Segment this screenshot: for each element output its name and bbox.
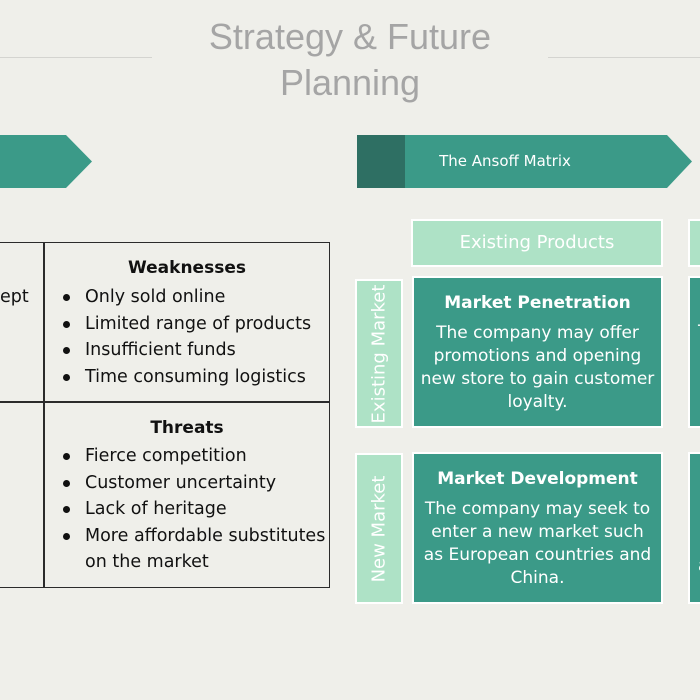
list-item: Limited range of products: [58, 311, 328, 338]
row-header-new-market: New Market: [355, 453, 403, 604]
row-header-label: Existing Market: [368, 284, 390, 423]
list-item: Only sold online: [58, 284, 328, 311]
threats-list: Fierce competition Customer uncertainty …: [58, 443, 328, 576]
title-rule-left: [0, 57, 152, 58]
cell-text: The company may seek to enter a new mark…: [423, 499, 652, 588]
cell-title: Market Development: [437, 469, 638, 489]
cell-cut-top: T: [688, 276, 700, 428]
swot-grid: [0, 242, 330, 588]
swot-divider-horizontal: [0, 401, 330, 403]
title-rule-right: [548, 57, 700, 58]
column-header-cut: [688, 219, 700, 267]
swot-banner-arrow: [0, 135, 92, 188]
cell-text: The company may offer promotions and ope…: [420, 323, 655, 412]
row-header-label: New Market: [368, 475, 390, 582]
threats-title: Threats: [150, 418, 224, 438]
cut-text: a: [698, 556, 700, 576]
list-item: Insufficient funds: [58, 337, 328, 364]
ansoff-banner-arrow: [357, 135, 692, 188]
cell-market-penetration: Market Penetration The company may offer…: [412, 276, 663, 428]
weaknesses-list: Only sold online Limited range of produc…: [58, 284, 328, 390]
list-item: Fierce competition: [58, 443, 328, 470]
strengths-cut-text: ept: [0, 287, 29, 307]
weaknesses-title: Weaknesses: [128, 258, 246, 278]
page-title: Strategy & Future Planning: [208, 16, 492, 103]
cell-market-development: Market Development The company may seek …: [412, 452, 663, 604]
list-item: Time consuming logistics: [58, 364, 328, 391]
column-header-existing-products: Existing Products: [411, 219, 663, 267]
cut-text: T: [698, 322, 700, 342]
list-item: Lack of heritage: [58, 496, 328, 523]
cell-title: Market Penetration: [444, 293, 631, 313]
cell-cut-bottom: a: [688, 452, 700, 604]
swot-divider-vertical: [43, 242, 45, 588]
ansoff-title: The Ansoff Matrix: [439, 152, 571, 170]
row-header-existing-market: Existing Market: [355, 279, 403, 428]
list-item: More affordable substitutes on the marke…: [58, 523, 328, 576]
list-item: Customer uncertainty: [58, 470, 328, 497]
